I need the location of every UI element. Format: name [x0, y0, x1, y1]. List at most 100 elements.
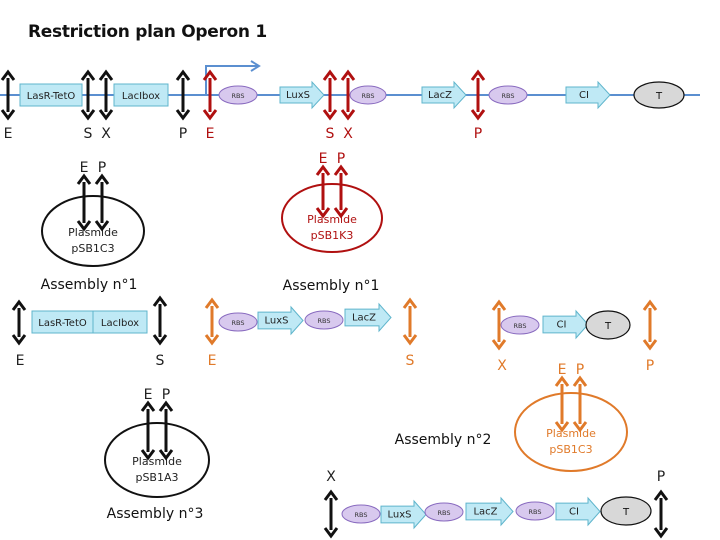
- restriction-site-arrow-e: [315, 164, 331, 219]
- restriction-site-arrow-e: [76, 173, 92, 232]
- diagram-title: Restriction plan Operon 1: [28, 22, 267, 42]
- plasmid-ellipse: [104, 422, 210, 498]
- restriction-site-arrow-e: [0, 69, 16, 121]
- restriction-site-arrow-p: [642, 299, 658, 351]
- terminator: T: [585, 310, 631, 340]
- restriction-site-arrow-e: [11, 299, 27, 346]
- plasmid-psb1c3: Plasmide pSB1C3: [514, 392, 628, 472]
- restriction-site-arrow-e: [202, 69, 218, 121]
- site-label-x: X: [101, 126, 111, 142]
- part-label: LacIbox: [122, 91, 160, 102]
- rbs-label: RBS: [529, 508, 542, 516]
- plasmid-id: pSB1K3: [311, 229, 354, 242]
- assembly-caption: Assembly n°2: [395, 432, 492, 448]
- cds-lacz: LacZ: [421, 80, 467, 110]
- restriction-site-arrow-s: [80, 69, 96, 121]
- rbs: RBS: [515, 501, 555, 521]
- site-label-e: E: [16, 353, 25, 369]
- rbs: RBS: [304, 310, 344, 330]
- part-lacibox: LacIbox: [92, 310, 148, 334]
- site-label-e: E: [558, 362, 567, 378]
- restriction-site-arrow-s: [152, 295, 168, 346]
- cds-ci: CI: [565, 80, 611, 110]
- rbs: RBS: [218, 312, 258, 332]
- assembly-caption: Assembly n°3: [107, 506, 204, 522]
- site-label-s: S: [406, 353, 415, 369]
- restriction-site-arrow-s: [322, 69, 338, 121]
- plasmid-ellipse: [281, 183, 383, 253]
- terminator-label: T: [604, 321, 612, 332]
- part-label: LacIbox: [101, 318, 139, 329]
- restriction-site-arrow-p: [653, 489, 669, 539]
- assembly-caption: Assembly n°1: [41, 277, 138, 293]
- rbs-3: RBS: [488, 85, 528, 105]
- rbs-label: RBS: [438, 509, 451, 517]
- part-lacibox: LacIbox: [113, 83, 169, 107]
- plasmid-name: Plasmide: [132, 455, 182, 468]
- plasmid-psb1k3: Plasmide pSB1K3: [281, 183, 383, 253]
- cds-label: LacZ: [473, 507, 497, 518]
- rbs-label: RBS: [232, 319, 245, 327]
- plasmid-ellipse: [41, 195, 145, 267]
- rbs-label: RBS: [514, 322, 527, 330]
- site-label-e: E: [4, 126, 13, 142]
- site-label-p: P: [337, 151, 345, 167]
- site-label-e: E: [206, 126, 215, 142]
- site-label-s: S: [326, 126, 335, 142]
- part-lasr-teto: LasR-TetO: [19, 83, 83, 107]
- cds-label: CI: [557, 320, 567, 331]
- plasmid-name: Plasmide: [68, 226, 118, 239]
- terminator-label: T: [622, 507, 630, 518]
- rbs-label: RBS: [362, 92, 375, 100]
- rbs-label: RBS: [502, 92, 515, 100]
- plasmid-id: pSB1C3: [71, 242, 114, 255]
- plasmid-name: Plasmide: [307, 213, 357, 226]
- assembly-caption: Assembly n°1: [283, 278, 380, 294]
- restriction-site-arrow-p: [94, 173, 110, 232]
- restriction-site-arrow-x: [340, 69, 356, 121]
- plasmid-psb1c3: Plasmide pSB1C3: [41, 195, 145, 267]
- cds-label: CI: [579, 90, 589, 101]
- site-label-e: E: [319, 151, 328, 167]
- plasmid-ellipse: [514, 392, 628, 472]
- site-label-p: P: [657, 469, 665, 485]
- restriction-site-arrow-x: [491, 299, 507, 351]
- plasmid-id: pSB1C3: [549, 443, 592, 456]
- cds-label: LacZ: [428, 90, 452, 101]
- restriction-site-arrow-x: [98, 69, 114, 121]
- restriction-site-arrow-e: [554, 375, 570, 433]
- site-label-p: P: [98, 160, 106, 176]
- cds-label: LacZ: [352, 313, 376, 324]
- rbs-label: RBS: [318, 317, 331, 325]
- rbs: RBS: [424, 502, 464, 522]
- restriction-site-arrow-p: [572, 375, 588, 433]
- promoter-arrowhead: [250, 60, 261, 72]
- cds-lacz: LacZ: [465, 496, 514, 527]
- plasmid-id: pSB1A3: [135, 471, 178, 484]
- site-label-x: X: [497, 358, 507, 374]
- site-label-x: X: [326, 469, 336, 485]
- restriction-site-arrow-p: [333, 164, 349, 219]
- cds-luxs: LuxS: [257, 305, 304, 336]
- promoter-arrow: [205, 65, 258, 95]
- site-label-x: X: [343, 126, 353, 142]
- cds-luxs: LuxS: [279, 80, 325, 110]
- cds-label: LuxS: [286, 90, 310, 101]
- plasmid-name: Plasmide: [546, 427, 596, 440]
- rbs-label: RBS: [355, 511, 368, 519]
- site-label-e: E: [80, 160, 89, 176]
- rbs-1: RBS: [218, 85, 258, 105]
- site-label-p: P: [179, 126, 187, 142]
- part-lasr-teto: LasR-TetO: [31, 310, 94, 334]
- rbs: RBS: [500, 315, 540, 335]
- plasmid-psb1a3: Plasmide pSB1A3: [104, 422, 210, 498]
- restriction-site-arrow-s: [402, 297, 418, 346]
- rbs: RBS: [341, 504, 381, 524]
- restriction-site-arrow-e: [204, 297, 220, 346]
- site-label-s: S: [84, 126, 93, 142]
- cds-ci: CI: [542, 309, 589, 340]
- cds-label: LuxS: [388, 510, 412, 521]
- cds-label: CI: [569, 507, 579, 518]
- site-label-s: S: [156, 353, 165, 369]
